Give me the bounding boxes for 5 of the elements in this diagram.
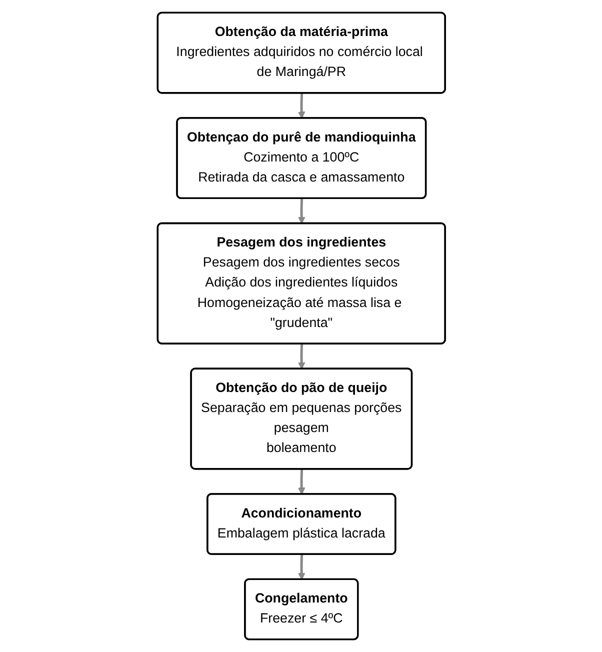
arrow: [298, 198, 305, 224]
arrow: [298, 469, 305, 495]
arrow: [298, 93, 305, 119]
arrow: [298, 554, 305, 580]
arrow: [298, 344, 305, 370]
